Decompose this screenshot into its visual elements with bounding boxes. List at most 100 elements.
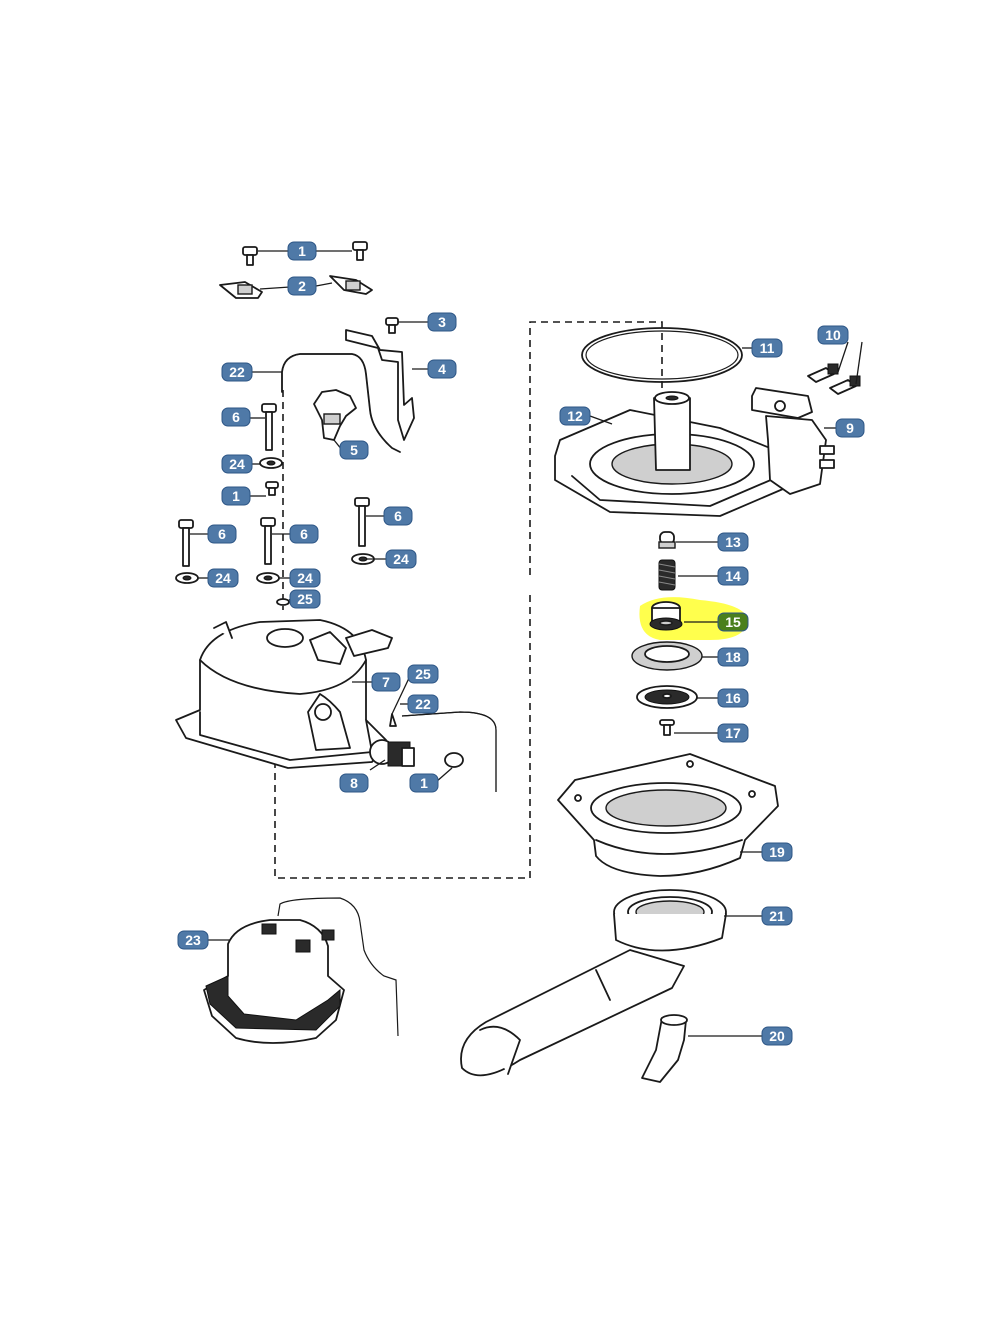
- svg-text:6: 6: [218, 526, 226, 542]
- svg-text:6: 6: [300, 526, 308, 542]
- part-7-boiler: [175, 619, 393, 769]
- part-19-housing: [557, 753, 779, 877]
- svg-text:4: 4: [438, 361, 446, 377]
- assembly-dash-lines: [274, 321, 663, 879]
- callout-16: 16: [717, 688, 749, 708]
- callout-25a: 25: [289, 589, 321, 609]
- part-5-valve: [313, 389, 357, 441]
- callout-14: 14: [717, 566, 749, 586]
- callout-15: 15: [717, 612, 749, 632]
- svg-text:1: 1: [232, 488, 240, 504]
- svg-text:25: 25: [415, 666, 431, 682]
- callout-19: 19: [761, 842, 793, 862]
- part-1-screws: [242, 241, 368, 266]
- part-23-boiler-assembly: [203, 897, 399, 1044]
- callout-8: 8: [339, 773, 369, 793]
- part-1-cap: [444, 752, 464, 768]
- part-18-gasket: [631, 641, 703, 671]
- callout-2: 2: [287, 276, 317, 296]
- svg-text:24: 24: [215, 570, 231, 586]
- part-16-screen: [636, 685, 698, 709]
- part-22-tube-upper: [281, 353, 401, 453]
- svg-text:5: 5: [350, 442, 358, 458]
- callout-6a: 6: [221, 407, 251, 427]
- svg-text:21: 21: [769, 908, 785, 924]
- part-13-pin: [658, 531, 676, 549]
- svg-text:7: 7: [382, 674, 390, 690]
- part-6-bolts: [178, 403, 370, 567]
- svg-text:19: 19: [769, 844, 785, 860]
- svg-text:14: 14: [725, 568, 741, 584]
- callout-22a: 22: [221, 362, 253, 382]
- part-10-screws: [807, 363, 861, 395]
- svg-text:9: 9: [846, 420, 854, 436]
- svg-text:24: 24: [229, 456, 245, 472]
- callout-24b: 24: [385, 549, 417, 569]
- callout-1b: 1: [221, 486, 251, 506]
- svg-text:3: 3: [438, 314, 446, 330]
- svg-text:24: 24: [393, 551, 409, 567]
- svg-text:13: 13: [725, 534, 741, 550]
- part-12-group-head: [554, 391, 801, 517]
- callout-24a: 24: [221, 454, 253, 474]
- svg-text:15: 15: [725, 614, 741, 630]
- callout-13: 13: [717, 532, 749, 552]
- svg-text:20: 20: [769, 1028, 785, 1044]
- callout-5: 5: [339, 440, 369, 460]
- leader-lines: [190, 250, 863, 1037]
- callout-1c: 1: [409, 773, 439, 793]
- portafilter-handle: [460, 949, 685, 1077]
- part-2-clips: [219, 275, 373, 299]
- callout-10: 10: [817, 325, 849, 345]
- callout-21: 21: [761, 906, 793, 926]
- part-9-sensor: [751, 387, 835, 495]
- callout-6b: 6: [383, 506, 413, 526]
- part-17-screw: [659, 719, 675, 736]
- callout-7: 7: [371, 672, 401, 692]
- callout-22b: 22: [407, 694, 439, 714]
- callout-3: 3: [427, 312, 457, 332]
- svg-text:17: 17: [725, 725, 741, 741]
- svg-text:1: 1: [298, 243, 306, 259]
- svg-text:24: 24: [297, 570, 313, 586]
- svg-text:22: 22: [229, 364, 245, 380]
- svg-text:6: 6: [232, 409, 240, 425]
- svg-text:1: 1: [420, 775, 428, 791]
- part-8-thermostat: [369, 739, 415, 767]
- svg-text:8: 8: [350, 775, 358, 791]
- svg-text:18: 18: [725, 649, 741, 665]
- part-15-valve-body: [649, 601, 683, 631]
- part-4-bracket: [345, 329, 415, 441]
- svg-text:11: 11: [760, 340, 775, 356]
- callout-20: 20: [761, 1026, 793, 1046]
- callout-17: 17: [717, 723, 749, 743]
- callout-24c: 24: [207, 568, 239, 588]
- svg-text:10: 10: [825, 327, 841, 343]
- svg-text:22: 22: [415, 696, 431, 712]
- callout-6c: 6: [207, 524, 237, 544]
- part-1-screw-small: [265, 481, 279, 496]
- svg-text:12: 12: [567, 408, 583, 424]
- svg-text:6: 6: [394, 508, 402, 524]
- part-25-ring: [276, 598, 290, 606]
- part-20-spout: [641, 1014, 688, 1083]
- svg-text:23: 23: [185, 932, 201, 948]
- callout-12: 12: [559, 406, 591, 426]
- part-24-washers: [175, 457, 375, 584]
- part-25-small-seal: [389, 713, 397, 727]
- callout-24d: 24: [289, 568, 321, 588]
- callout-4: 4: [427, 359, 457, 379]
- part-14-spring: [658, 559, 676, 591]
- svg-text:16: 16: [725, 690, 741, 706]
- callout-23: 23: [177, 930, 209, 950]
- svg-text:2: 2: [298, 278, 306, 294]
- part-21-basket: [613, 889, 727, 952]
- part-22-tube-lower: [401, 711, 497, 792]
- callout-9: 9: [835, 418, 865, 438]
- callout-18: 18: [717, 647, 749, 667]
- callout-1a: 1: [287, 241, 317, 261]
- svg-text:25: 25: [297, 591, 313, 607]
- callout-6d: 6: [289, 524, 319, 544]
- part-11-oring: [581, 327, 743, 383]
